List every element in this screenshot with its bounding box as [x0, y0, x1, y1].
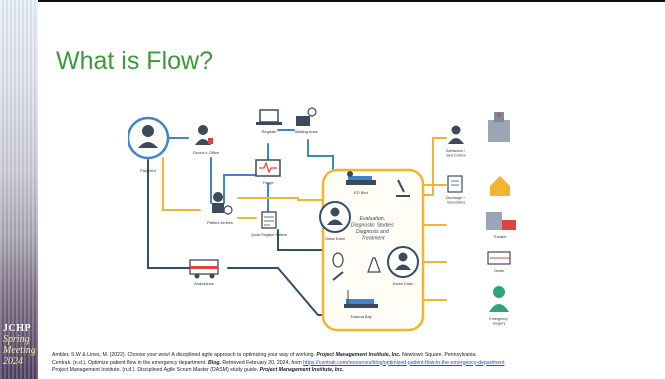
meeting-badge-logo: JCHP Spring Meeting 2024 — [3, 323, 37, 367]
reference-2-source: Blog. — [208, 359, 221, 366]
emergency-surgery-line-1: Emergency — [489, 317, 507, 321]
evaluation-line-1: Evaluation, — [359, 216, 385, 222]
lungs-icon — [332, 252, 344, 268]
patient-arrives-icon — [212, 192, 233, 215]
ambulance-label: Ambulance — [194, 281, 215, 286]
trauma-bay-icon — [344, 290, 378, 308]
payment-label: Payment — [140, 168, 157, 173]
reference-2-text: Centrak. (n.d.). Optimize patient flow i… — [52, 359, 207, 366]
patient-flow-diagram: Payment Doctor's Office Register Waiting… — [128, 107, 516, 332]
waiting-area-icon — [296, 107, 317, 126]
evaluation-label: Evaluation, Diagnostic Studies Diagnosis… — [351, 216, 395, 242]
reference-2-link[interactable]: https://centrak.com/resources/blog/optim… — [303, 359, 505, 366]
flow-ambulance-to-trauma — [227, 267, 339, 316]
death-label: Death — [494, 269, 504, 273]
microscope-icon — [396, 179, 410, 197]
reference-2: Centrak. (n.d.). Optimize patient flow i… — [52, 360, 658, 368]
reference-3-text: Project Management Institute. (n.d.). Di… — [52, 367, 259, 373]
evaluation-line-4: Treatment — [361, 236, 385, 242]
payment-icon — [128, 116, 170, 160]
admission-line-2: Bed Control — [447, 153, 466, 157]
quick-register-label: Quick Register Patient — [251, 233, 287, 237]
patient-arrives-label: Patient Arrives — [207, 220, 233, 225]
flow-patient-to-triage — [223, 174, 257, 204]
evaluation-line-2: Diagnostic Studies — [351, 223, 394, 229]
flow-payment-down — [147, 159, 191, 269]
reference-1: Ambler, S.W & Lines, M. (2022). Choose y… — [52, 352, 658, 360]
hospital-icon — [488, 112, 510, 142]
register-icon — [256, 109, 282, 125]
ed-bed-icon — [346, 171, 376, 185]
transfer-label: Transfer — [493, 235, 507, 239]
nurse-exam-icon — [319, 201, 351, 233]
rail-texture — [0, 0, 38, 379]
doctor-exam-label: Doctor Exam — [393, 282, 414, 286]
flow-patient-to-ed — [237, 197, 329, 201]
emergency-surgery-icon — [489, 286, 509, 312]
flow-patient-yellow — [162, 157, 201, 211]
reference-3: Project Management Institute. (n.d.). Di… — [52, 367, 658, 375]
discharge-line-2: Instructions — [447, 200, 466, 204]
references: Ambler, S.W & Lines, M. (2022). Choose y… — [52, 352, 658, 375]
trauma-bay-label: Trauma Bay — [350, 314, 372, 319]
flask-icon — [367, 257, 381, 273]
emergency-surgery-line-2: Surgery — [493, 321, 506, 325]
discharge-label: Discharge + Instructions — [446, 196, 466, 204]
reference-1-place: Newtown Square, Pennsylvania. — [402, 352, 477, 358]
reference-3-source: Project Management Institute, Inc. — [259, 367, 344, 373]
discharge-line-1: Discharge + — [446, 196, 465, 200]
admission-label: Admission / Bed Control — [446, 149, 466, 157]
triage-icon — [255, 159, 281, 177]
admission-line-1: Admission / — [446, 149, 465, 153]
home-icon — [490, 176, 510, 196]
badge-line-4: 2024 — [3, 356, 23, 367]
doctors-office-icon — [195, 125, 213, 145]
top-divider — [38, 0, 665, 2]
waiting-area-label: Waiting Area — [295, 129, 318, 134]
doctor-exam-icon — [387, 246, 419, 278]
badge-line-3: Meeting — [3, 345, 36, 356]
decorative-side-rail — [0, 0, 38, 379]
death-icon — [487, 251, 511, 265]
nurse-exam-label: Nurse Exam — [325, 237, 345, 241]
syringe-icon — [332, 271, 344, 281]
transfer-hospital-icon — [486, 212, 516, 230]
reference-1-text: Ambler, S.W & Lines, M. (2022). Choose y… — [52, 352, 315, 358]
ambulance-icon — [189, 259, 219, 279]
badge-line-2: Spring — [3, 334, 30, 345]
quick-register-icon — [261, 211, 277, 229]
doctors-office-label: Doctor's Office — [193, 150, 220, 155]
badge-line-1: JCHP — [3, 323, 32, 334]
evaluation-line-3: Diagnosis and — [356, 229, 390, 235]
discharge-icon — [447, 175, 463, 193]
reference-1-source: Project Management Institute, Inc. — [316, 352, 401, 358]
triage-label: Triage — [262, 180, 274, 185]
admission-icon — [448, 125, 464, 144]
ed-bed-label: ED Bed — [354, 190, 368, 195]
reference-2-retrieved: Retrieved February 20, 2024, from — [222, 359, 302, 366]
slide-title: What is Flow? — [56, 47, 213, 75]
emergency-surgery-label: Emergency Surgery — [489, 317, 508, 325]
register-label: Register — [262, 129, 278, 134]
